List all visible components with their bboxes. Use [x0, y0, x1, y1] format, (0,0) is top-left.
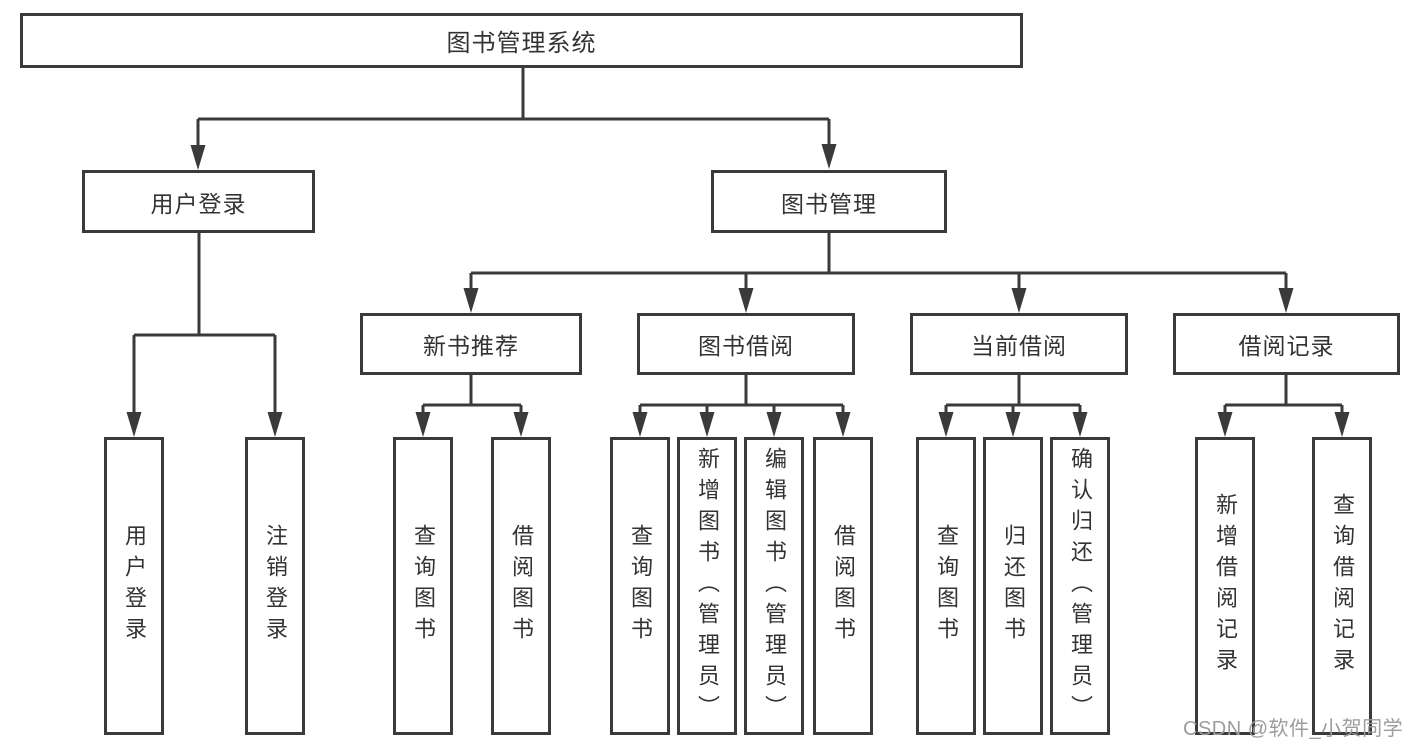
node-new-book-recommend-label: 新书推荐 — [423, 333, 519, 359]
leaf-borrow-add-admin: 新增图书（管理员） — [677, 437, 737, 735]
leaf-current-confirm-admin-label: 确认归还（管理员） — [1068, 446, 1093, 726]
node-book-borrow-label: 图书借阅 — [698, 333, 794, 359]
leaf-records-query: 查询借阅记录 — [1312, 437, 1372, 735]
node-borrow-records-label: 借阅记录 — [1238, 333, 1335, 359]
node-user-login: 用户登录 — [82, 170, 315, 233]
leaf-borrow-query: 查询图书 — [610, 437, 670, 735]
leaf-records-add: 新增借阅记录 — [1195, 437, 1255, 735]
node-new-book-recommend: 新书推荐 — [360, 313, 582, 375]
leaf-newbook-query-label: 查询图书 — [411, 524, 436, 648]
leaf-borrow-edit-admin-label: 编辑图书（管理员） — [762, 446, 787, 726]
leaf-current-return: 归还图书 — [983, 437, 1043, 735]
leaf-records-add-label: 新增借阅记录 — [1213, 493, 1238, 679]
leaf-newbook-borrow-label: 借阅图书 — [509, 524, 534, 648]
node-current-borrow-label: 当前借阅 — [971, 333, 1067, 359]
leaf-current-confirm-admin: 确认归还（管理员） — [1050, 437, 1110, 735]
node-borrow-records: 借阅记录 — [1173, 313, 1400, 375]
arrowheads — [126, 144, 1350, 437]
node-book-management-label: 图书管理 — [781, 190, 877, 217]
node-current-borrow: 当前借阅 — [910, 313, 1128, 375]
leaf-newbook-borrow: 借阅图书 — [491, 437, 551, 735]
leaf-borrow-borrow: 借阅图书 — [813, 437, 873, 735]
leaf-borrow-edit-admin: 编辑图书（管理员） — [744, 437, 804, 735]
node-root-system: 图书管理系统 — [20, 13, 1023, 68]
leaf-newbook-query: 查询图书 — [393, 437, 453, 735]
watermark: CSDN @软件_小贺同学 — [1183, 718, 1404, 740]
leaf-current-return-label: 归还图书 — [1001, 524, 1026, 648]
leaf-records-query-label: 查询借阅记录 — [1330, 493, 1355, 679]
leaf-user-login-label: 用户登录 — [122, 524, 147, 648]
leaf-borrow-query-label: 查询图书 — [628, 524, 653, 648]
leaf-current-query: 查询图书 — [916, 437, 976, 735]
leaf-borrow-borrow-label: 借阅图书 — [831, 524, 856, 648]
node-book-management: 图书管理 — [711, 170, 947, 233]
leaf-borrow-add-admin-label: 新增图书（管理员） — [695, 446, 720, 726]
leaf-logout-label: 注销登录 — [263, 524, 288, 648]
leaf-logout: 注销登录 — [245, 437, 305, 735]
node-root-label: 图书管理系统 — [446, 30, 597, 57]
leaf-user-login: 用户登录 — [104, 437, 164, 735]
leaf-current-query-label: 查询图书 — [934, 524, 959, 648]
node-book-borrow: 图书借阅 — [637, 313, 855, 375]
node-user-login-label: 用户登录 — [150, 190, 247, 217]
